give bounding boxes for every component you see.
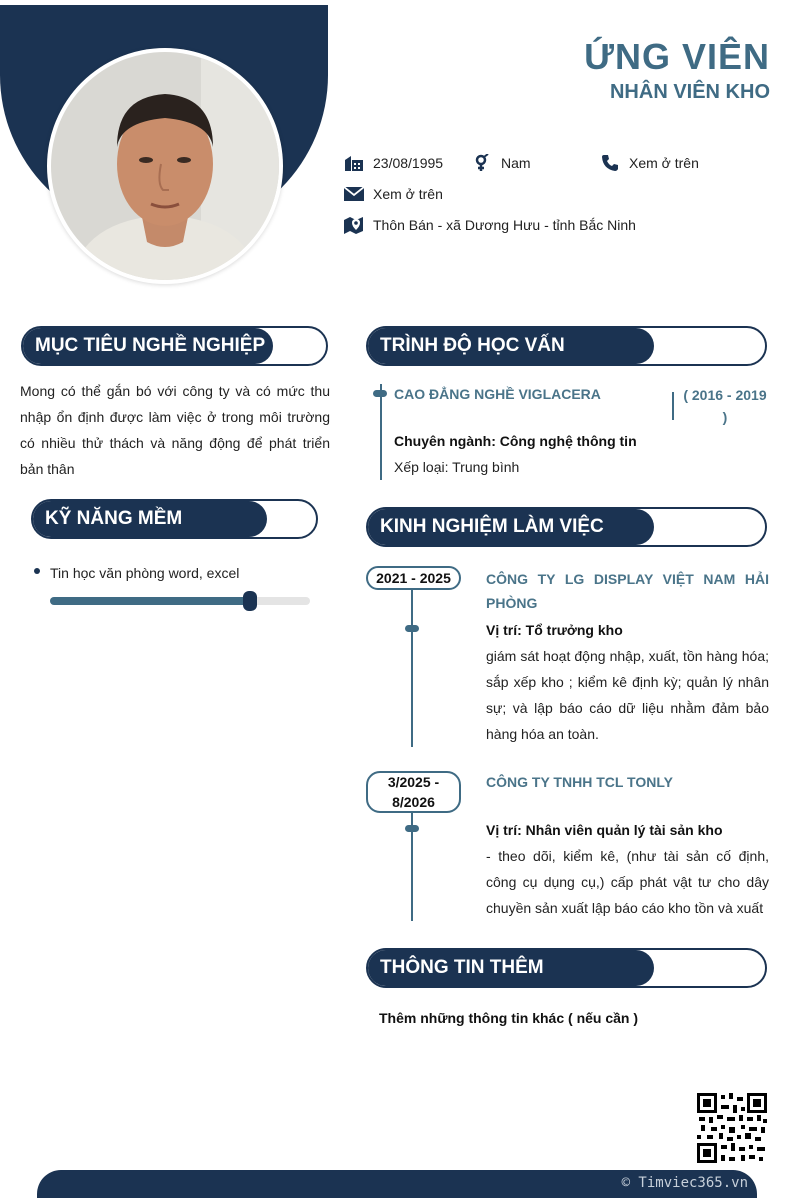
objective-header: MỤC TIÊU NGHỀ NGHIỆP <box>21 326 328 366</box>
skill-bullet <box>34 568 40 574</box>
education-title: TRÌNH ĐỘ HỌC VẤN <box>380 335 565 356</box>
education-period-divider <box>672 392 674 420</box>
job-title: NHÂN VIÊN KHO <box>609 81 770 103</box>
qr-code-icon <box>697 1093 767 1163</box>
gender-item: Nam <box>472 154 531 172</box>
experience-position: Vị trí: Tổ trưởng kho <box>486 622 623 638</box>
experience-company: CÔNG TY LG DISPLAY VIỆT NAM HẢI PHÒNG <box>486 571 769 611</box>
objective-text: Mong có thể gắn bó với công ty và có mức… <box>20 383 330 477</box>
additional-text: Thêm những thông tin khác ( nếu cần ) <box>379 1010 639 1026</box>
experience-description: - theo dõi, kiểm kê, (như tài sản cố địn… <box>486 848 769 916</box>
experience-period: 3/2025 - 8/2026 <box>366 771 461 813</box>
experience-title: KINH NGHIỆM LÀM VIỆC <box>380 516 604 537</box>
experience-timeline-line <box>411 813 413 921</box>
envelope-icon <box>344 185 364 203</box>
soft-skills-header: KỸ NĂNG MỀM <box>31 499 318 539</box>
candidate-name: ỨNG VIÊN <box>584 36 770 77</box>
phone-icon <box>600 154 620 172</box>
email-item: Xem ở trên <box>344 185 443 203</box>
address-item: Thôn Bán - xã Dương Hưu - tỉnh Bắc Ninh <box>344 216 636 234</box>
skill-level-handle <box>243 591 257 611</box>
address-value: Thôn Bán - xã Dương Hưu - tỉnh Bắc Ninh <box>373 217 636 233</box>
phone-value: Xem ở trên <box>629 155 699 171</box>
education-timeline-line <box>380 384 382 480</box>
map-icon <box>344 216 364 234</box>
skill-label: Tin học văn phòng word, excel <box>50 565 240 581</box>
education-timeline-dot <box>373 390 387 397</box>
footer-bar <box>37 1170 757 1198</box>
experience-description: giám sát hoạt động nhập, xuất, tồn hàng … <box>486 648 769 742</box>
objective-title: MỤC TIÊU NGHỀ NGHIỆP <box>35 335 266 356</box>
experience-timeline-dot <box>405 625 419 632</box>
birthday-value: 23/08/1995 <box>373 155 444 171</box>
education-header: TRÌNH ĐỘ HỌC VẤN <box>366 326 767 366</box>
experience-header: KINH NGHIỆM LÀM VIỆC <box>366 507 767 547</box>
education-major: Chuyên ngành: Công nghệ thông tin <box>394 433 637 449</box>
experience-timeline-line <box>411 590 413 747</box>
avatar-photo <box>51 52 279 280</box>
skill-level-track <box>50 591 310 611</box>
gender-icon <box>472 154 492 172</box>
avatar <box>51 52 279 280</box>
footer-brand[interactable]: © Timviec365.vn <box>621 1175 748 1191</box>
email-value: Xem ở trên <box>373 186 443 202</box>
experience-period: 2021 - 2025 <box>366 566 461 590</box>
gender-value: Nam <box>501 155 531 171</box>
skill-level-fill <box>50 597 250 605</box>
phone-item: Xem ở trên <box>600 154 699 172</box>
additional-header: THÔNG TIN THÊM <box>366 948 767 988</box>
experience-company: CÔNG TY TNHH TCL TONLY <box>486 774 673 790</box>
calendar-icon <box>344 154 364 172</box>
experience-position: Vị trí: Nhân viên quản lý tài sản kho <box>486 822 723 838</box>
experience-timeline-dot <box>405 825 419 832</box>
soft-skills-title: KỸ NĂNG MỀM <box>45 508 183 529</box>
education-school: CAO ĐẲNG NGHỀ VIGLACERA <box>394 386 601 402</box>
additional-title: THÔNG TIN THÊM <box>380 957 544 978</box>
birthday-item: 23/08/1995 <box>344 154 443 172</box>
education-period: ( 2016 - 2019 ) <box>683 387 767 425</box>
education-grade: Xếp loại: Trung bình <box>394 459 520 475</box>
avatar-frame <box>47 48 283 284</box>
